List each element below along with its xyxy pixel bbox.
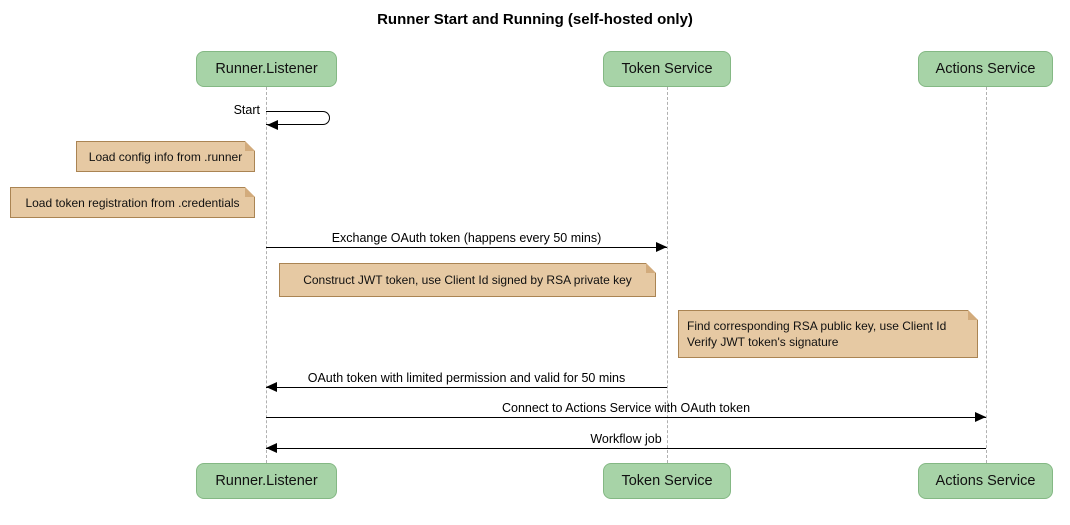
note-text-line: Find corresponding RSA public key, use C…: [687, 319, 947, 333]
note-text-line: Verify JWT token's signature: [687, 335, 839, 349]
note-fold-icon: [968, 310, 978, 320]
note-load-config: Load config info from .runner: [76, 141, 255, 172]
note-fold-icon: [245, 187, 255, 197]
actor-label: Actions Service: [935, 61, 1036, 77]
note-text: Load token registration from .credential…: [25, 195, 240, 210]
message-oauth-token-return: OAuth token with limited permission and …: [266, 371, 667, 392]
arrowhead-left-icon: [266, 443, 277, 453]
message-label: Workflow job: [590, 432, 662, 446]
message-label: OAuth token with limited permission and …: [307, 371, 626, 385]
note-fold-icon: [646, 263, 656, 273]
actor-label: Actions Service: [935, 473, 1036, 489]
actor-label: Token Service: [621, 473, 713, 489]
actor-bottom-runner-listener: Runner.Listener: [196, 463, 337, 499]
message-start-self-loop: [266, 111, 330, 125]
lifeline-actions-service: [986, 87, 987, 463]
note-verify-jwt: Find corresponding RSA public key, use C…: [678, 310, 978, 358]
actor-top-token-service: Token Service: [603, 51, 731, 87]
arrowhead-right-icon: [975, 412, 986, 422]
note-load-token-registration: Load token registration from .credential…: [10, 187, 255, 218]
actor-label: Runner.Listener: [215, 61, 318, 77]
actor-bottom-actions-service: Actions Service: [918, 463, 1053, 499]
note-construct-jwt: Construct JWT token, use Client Id signe…: [279, 263, 656, 297]
note-text: Load config info from .runner: [88, 149, 243, 164]
diagram-title: Runner Start and Running (self-hosted on…: [377, 11, 693, 28]
message-start-arrowhead-icon: [267, 120, 278, 130]
message-label: Exchange OAuth token (happens every 50 m…: [331, 231, 602, 245]
message-workflow-job: Workflow job: [266, 432, 986, 453]
lifeline-token-service: [667, 87, 668, 463]
actor-label: Token Service: [621, 61, 713, 77]
message-connect-actions-service: Connect to Actions Service with OAuth to…: [266, 401, 986, 422]
actor-top-actions-service: Actions Service: [918, 51, 1053, 87]
actor-label: Runner.Listener: [215, 473, 318, 489]
note-fold-icon: [245, 141, 255, 151]
message-label: Connect to Actions Service with OAuth to…: [501, 401, 751, 415]
arrowhead-left-icon: [266, 382, 277, 392]
actor-top-runner-listener: Runner.Listener: [196, 51, 337, 87]
note-text: Construct JWT token, use Client Id signe…: [303, 273, 632, 287]
lifeline-runner-listener: [266, 87, 267, 463]
arrowhead-right-icon: [656, 242, 667, 252]
actor-bottom-token-service: Token Service: [603, 463, 731, 499]
message-start-label: Start: [233, 103, 260, 117]
message-exchange-oauth-token: Exchange OAuth token (happens every 50 m…: [266, 231, 667, 252]
